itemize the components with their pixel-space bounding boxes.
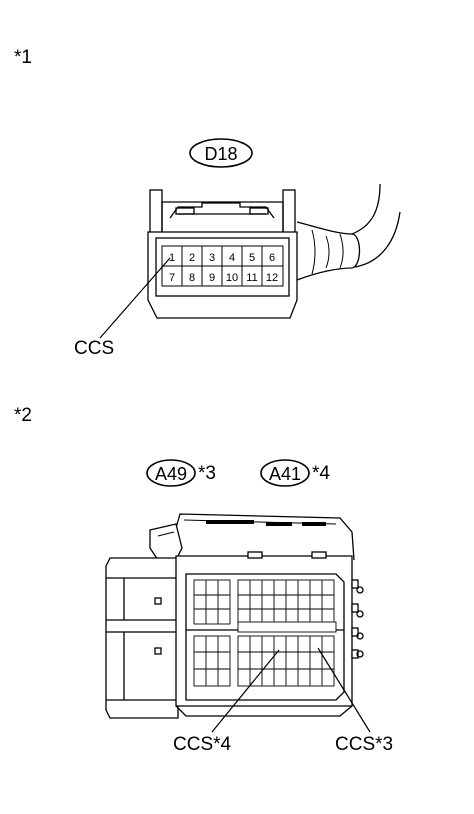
figure-1-marker: *1 <box>14 47 32 68</box>
connector-a49-code-badge: A49 <box>146 459 196 487</box>
pin-7: 7 <box>169 272 175 284</box>
pin-6: 6 <box>269 252 275 264</box>
connector-d18-pin-grid: 1 2 3 4 5 6 7 8 9 10 11 12 <box>161 245 284 287</box>
ccs-4-callout: CCS*4 <box>173 734 232 755</box>
connector-a49-a41-pin-cavities <box>193 579 337 687</box>
connector-a41-note: *4 <box>312 463 330 484</box>
pin-1: 1 <box>169 252 175 264</box>
pin-10: 10 <box>226 272 238 284</box>
pin-5: 5 <box>249 252 255 264</box>
pin-12: 12 <box>266 272 278 284</box>
connector-d18 <box>147 183 401 319</box>
pin-4: 4 <box>229 252 235 264</box>
ccs-callout: CCS <box>74 338 115 359</box>
connector-d18-code: D18 <box>204 144 237 164</box>
connector-a49-code: A49 <box>155 464 187 484</box>
ccs-3-callout: CCS*3 <box>335 734 394 755</box>
connector-a41-code: A41 <box>269 464 301 484</box>
connector-a49-note: *3 <box>198 463 216 484</box>
pin-9: 9 <box>209 272 215 284</box>
pin-3: 3 <box>209 252 215 264</box>
figure-2-marker: *2 <box>14 405 32 426</box>
connector-d18-code-badge: D18 <box>189 138 253 168</box>
ccs-4-leader-line <box>211 649 280 733</box>
pin-2: 2 <box>189 252 195 264</box>
connector-a41-code-badge: A41 <box>260 459 310 487</box>
connector-a49-a41 <box>105 513 364 719</box>
pin-11: 11 <box>246 272 257 284</box>
pin-8: 8 <box>189 272 195 284</box>
ccs-3-leader-line <box>317 647 371 733</box>
ccs-leader-line <box>99 257 171 339</box>
